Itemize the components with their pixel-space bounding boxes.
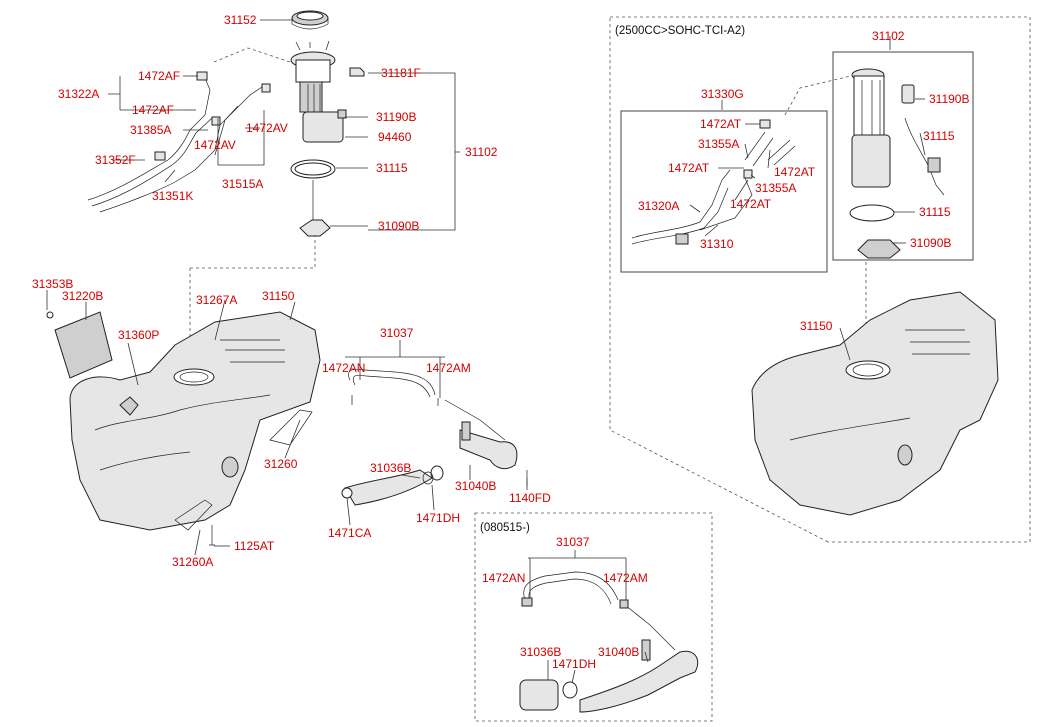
leader-dash [784,74,856,116]
part-label-31150: 31150 [262,289,295,303]
gasket-alt-part [849,204,895,222]
part-label-31385A: 31385A [130,123,171,137]
fuel-pump-module-part [290,40,344,143]
part-label-31515A: 31515A [222,177,263,191]
variant-label: (2500CC>SOHC-TCI-A2) [615,25,745,37]
part-label-31220B: 31220B [62,289,103,303]
part-label-31040B-inset: 31040B [598,645,639,659]
part-label-31102-alt: 31102 [872,29,905,43]
part-label-31190B-alt: 31190B [929,92,969,106]
inset-label: (080515-) [480,522,530,534]
part-label-31260: 31260 [264,457,298,471]
part-label-1472AT-b: 1472AT [668,161,710,175]
level-sensor-alt-part [857,239,901,259]
fuel-lines-part [87,71,271,213]
part-label-1472AV-right: 1472AV [246,121,288,135]
part-label-1472AN-inset: 1472AN [482,571,525,585]
part-label-31355A-b: 31355A [755,181,796,195]
part-label-31152: 31152 [224,13,257,27]
leader-dash [190,230,316,269]
fuel-tank-part [69,311,321,531]
part-label-1140FD: 1140FD [509,491,551,505]
part-label-31036B-inset: 31036B [520,645,561,659]
part-label-31320A: 31320A [638,199,679,213]
part-label-31115: 31115 [376,161,408,175]
part-label-1125AT: 1125AT [234,539,275,553]
part-label-31037-inset: 31037 [556,535,590,549]
inset-vent-hose-part [521,571,676,651]
leader-dash [213,47,291,63]
part-label-31115-upper: 31115 [923,129,955,143]
part-label-1471DH-inset: 1471DH [552,657,596,671]
part-label-31260A: 31260A [172,555,213,569]
part-label-1472AM-inset: 1472AM [603,571,648,585]
part-label-1472AT-d: 1472AT [730,197,772,211]
sender-alt-part [901,84,945,196]
fuel-pump-module-alt-part [851,68,891,188]
sender-unit-part [337,109,347,119]
part-label-31310: 31310 [700,237,734,251]
gasket-part [290,159,336,179]
part-label-31351K: 31351K [152,189,193,203]
part-label-1471CA: 1471CA [328,526,371,540]
inset-filler-hose-part [519,679,578,711]
part-label-31355A-a: 31355A [698,137,739,151]
part-label-31330G: 31330G [701,87,744,101]
part-label-31090B: 31090B [378,219,419,233]
part-label-1472AM: 1472AM [426,361,471,375]
part-label-1472AV-left: 1472AV [194,138,236,152]
tank-strap-part [174,409,313,546]
part-label-1472AT-a: 1472AT [700,117,742,131]
part-label-1472AT-c: 1472AT [774,165,816,179]
variant-frame [609,16,1031,543]
pump-assembly-box [832,51,974,261]
fuel-filter-part [349,67,365,77]
part-label-31181F: 31181F [381,66,421,80]
leader-lines [46,19,926,684]
part-label-94460: 94460 [378,130,412,144]
part-label-31040B: 31040B [455,479,496,493]
part-label-1472AF-lower: 1472AF [132,103,174,117]
part-label-31190B: 31190B [376,110,416,124]
part-label-31353B: 31353B [32,277,73,291]
fuel-tank-alt-part [751,291,999,516]
vent-hose-part [348,368,506,441]
part-label-31322A: 31322A [58,87,99,101]
access-cover-part [46,311,113,379]
lock-ring-part [291,10,329,30]
part-label-31037: 31037 [380,326,414,340]
part-label-31150-alt: 31150 [800,319,833,333]
part-label-31115-alt: 31115 [919,205,951,219]
part-label-31360P: 31360P [118,328,159,342]
part-label-1472AF-upper: 1472AF [138,69,180,83]
level-sensor-part [299,180,331,237]
part-label-31102: 31102 [465,145,498,159]
part-label-31352F: 31352F [95,153,136,167]
filler-hose-part [341,465,528,506]
part-label-31090B-alt: 31090B [910,236,951,250]
part-label-1471DH: 1471DH [416,511,460,525]
inset-frame [474,512,713,722]
part-label-31036B: 31036B [370,461,411,475]
part-label-1472AN: 1472AN [322,361,365,375]
hose-set-alt-part [631,119,796,245]
hose-group-box [620,110,828,273]
part-label-31267A: 31267A [196,293,237,307]
filler-neck-part [459,421,518,470]
inset-filler-neck-part [579,639,699,713]
